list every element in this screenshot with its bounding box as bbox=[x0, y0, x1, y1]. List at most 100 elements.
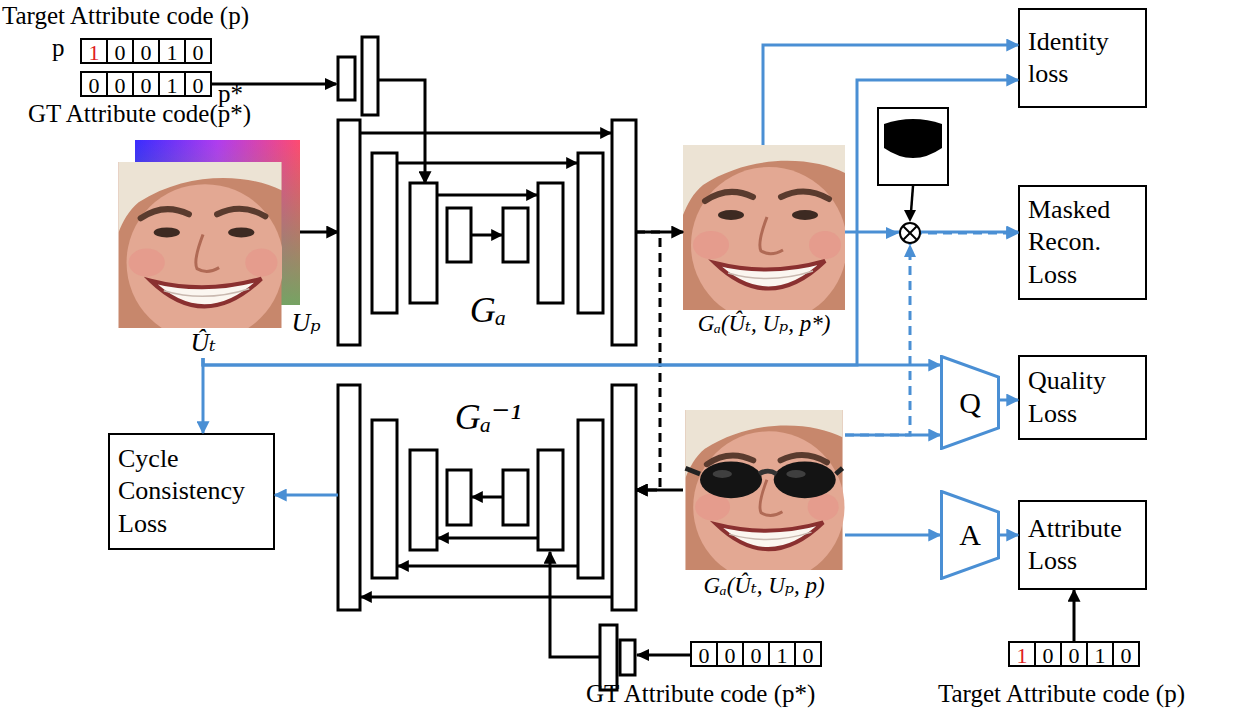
arrow-head bbox=[636, 649, 649, 661]
layer-bar bbox=[338, 385, 360, 610]
mask-region bbox=[884, 119, 942, 158]
layer-bar bbox=[410, 450, 437, 550]
code-digit: 0 bbox=[184, 38, 212, 64]
attribute-code: 10010 bbox=[80, 38, 212, 64]
connector-arrow bbox=[636, 232, 660, 490]
code-digit: 0 bbox=[132, 71, 160, 97]
sunglasses bbox=[685, 461, 842, 498]
code-digit: 0 bbox=[716, 641, 744, 667]
math-label: Ûₜ bbox=[168, 328, 238, 358]
inverse-generator-bars bbox=[338, 385, 636, 610]
code-digit: 0 bbox=[80, 71, 108, 97]
skip-arrow bbox=[398, 565, 578, 568]
layer-bar bbox=[503, 470, 528, 525]
connector-arrow bbox=[550, 552, 690, 657]
connector-arrow bbox=[203, 358, 940, 365]
encoder-bar bbox=[362, 37, 378, 115]
connector-arrow bbox=[1073, 590, 1076, 641]
loss-name: Attribute Loss bbox=[1028, 513, 1137, 577]
trapezoid-shape bbox=[942, 357, 999, 449]
code-encoder bbox=[338, 37, 635, 690]
trapezoid-text: Q bbox=[940, 355, 1000, 450]
skip-arrow bbox=[360, 132, 611, 135]
connector-arrow bbox=[203, 80, 1018, 365]
skip-connections bbox=[360, 133, 611, 235]
code-digit: 0 bbox=[1112, 641, 1140, 667]
generator-bars bbox=[338, 120, 636, 345]
layer-bar bbox=[578, 420, 603, 578]
layer-bar bbox=[578, 153, 603, 313]
network-name: A bbox=[959, 518, 981, 552]
loss-name: Masked Recon. Loss bbox=[1028, 194, 1137, 291]
layer-bar bbox=[612, 120, 636, 345]
code-digit: 0 bbox=[742, 641, 770, 667]
layer-bar bbox=[372, 420, 397, 578]
skip-arrow bbox=[397, 162, 577, 165]
math-label: Gₐ⁻¹ bbox=[443, 397, 533, 438]
arrow-head bbox=[904, 210, 916, 222]
connector-arrow bbox=[1000, 534, 1018, 537]
code-digit: 1 bbox=[158, 71, 186, 97]
text-label: Target Attribute code (p) bbox=[938, 680, 1185, 709]
mask-image bbox=[878, 108, 948, 185]
layer-bar bbox=[538, 183, 563, 303]
code-digit: 0 bbox=[132, 38, 160, 64]
text-label: p bbox=[52, 34, 65, 63]
layer-bar bbox=[372, 153, 397, 313]
mask-arrow bbox=[911, 186, 913, 212]
arrow-head bbox=[904, 244, 916, 257]
layer-bar bbox=[410, 183, 437, 303]
math-label: Uₚ bbox=[286, 308, 326, 338]
skip-arrow bbox=[472, 496, 503, 499]
loss-box: Identity loss bbox=[1018, 8, 1147, 108]
arrow-head bbox=[886, 227, 899, 239]
text-label: GT Attribute code (p*) bbox=[586, 680, 815, 709]
skip-arrow bbox=[437, 194, 537, 197]
connector-arrow bbox=[845, 233, 1018, 435]
network-name: Q bbox=[959, 386, 981, 420]
multiply-symbol bbox=[903, 226, 917, 240]
multiply-symbol bbox=[903, 226, 917, 240]
connector-arrow bbox=[845, 534, 940, 537]
trapezoid-text: A bbox=[940, 490, 1000, 580]
generator-network: Gₐ bbox=[338, 120, 636, 345]
code-digit: 1 bbox=[80, 38, 108, 64]
attribute-code: 10010 bbox=[1008, 641, 1140, 667]
connector-arrow bbox=[636, 231, 683, 234]
code-digit: 0 bbox=[1060, 641, 1088, 667]
attribute-code: 00010 bbox=[80, 71, 212, 97]
math-label: Gₐ bbox=[448, 290, 528, 331]
text-label: Target Attribute code (p) bbox=[2, 2, 249, 31]
encoder-bar bbox=[338, 57, 355, 100]
loss-name: Identity loss bbox=[1028, 26, 1137, 90]
encoder-bar bbox=[620, 640, 635, 675]
text-label: GT Attribute code(p*) bbox=[28, 100, 251, 129]
loss-box: Cycle Consistency Loss bbox=[108, 433, 275, 550]
loss-box: Attribute Loss bbox=[1018, 500, 1147, 590]
code-digit: 0 bbox=[690, 641, 718, 667]
layer-bar bbox=[338, 120, 360, 345]
layer-bar bbox=[503, 208, 528, 262]
loss-name: Quality Loss bbox=[1028, 365, 1137, 429]
skip-arrow bbox=[438, 537, 538, 540]
skip-arrow bbox=[361, 596, 612, 599]
connector-arrow bbox=[636, 489, 683, 492]
layer-bar bbox=[538, 450, 563, 550]
connector-arrow bbox=[300, 231, 338, 234]
loss-box: Masked Recon. Loss bbox=[1018, 185, 1147, 300]
code-digit: 0 bbox=[794, 641, 822, 667]
connector-arrow bbox=[845, 434, 940, 437]
multiply-symbol bbox=[900, 223, 920, 243]
code-digit: 1 bbox=[1086, 641, 1114, 667]
trapezoid-shape bbox=[942, 492, 999, 579]
code-digit: 1 bbox=[158, 38, 186, 64]
layer-bar bbox=[447, 470, 471, 525]
code-digit: 1 bbox=[768, 641, 796, 667]
network-trapezoid: A bbox=[940, 490, 1000, 580]
code-digit: 0 bbox=[106, 38, 134, 64]
layer-bar bbox=[447, 208, 471, 262]
loss-name: Cycle Consistency Loss bbox=[118, 443, 265, 540]
inverse-generator-network: Gₐ⁻¹ bbox=[338, 385, 636, 610]
code-digit: 0 bbox=[1034, 641, 1062, 667]
